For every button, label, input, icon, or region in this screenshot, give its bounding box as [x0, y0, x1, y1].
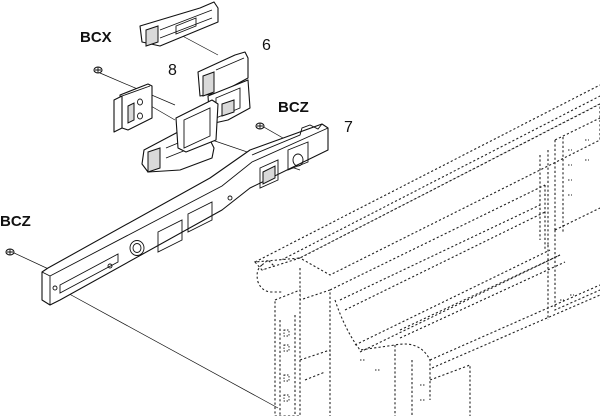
screw-bcz-left	[5, 248, 15, 256]
part-number-6: 6	[262, 37, 271, 54]
part-6-latch-assembly	[139, 1, 251, 173]
part-8-small-bracket	[113, 83, 153, 133]
machine-frame	[253, 84, 600, 416]
screw-bcx	[93, 66, 103, 74]
part-7-bracket-plate	[41, 123, 329, 306]
part-number-7: 7	[344, 119, 353, 136]
callout-bcz-upper: BCZ	[278, 99, 309, 116]
callout-bcz-left: BCZ	[0, 213, 31, 230]
part-number-8: 8	[168, 62, 177, 79]
screw-bcz-upper	[255, 122, 265, 130]
callout-bcx: BCX	[80, 29, 112, 46]
